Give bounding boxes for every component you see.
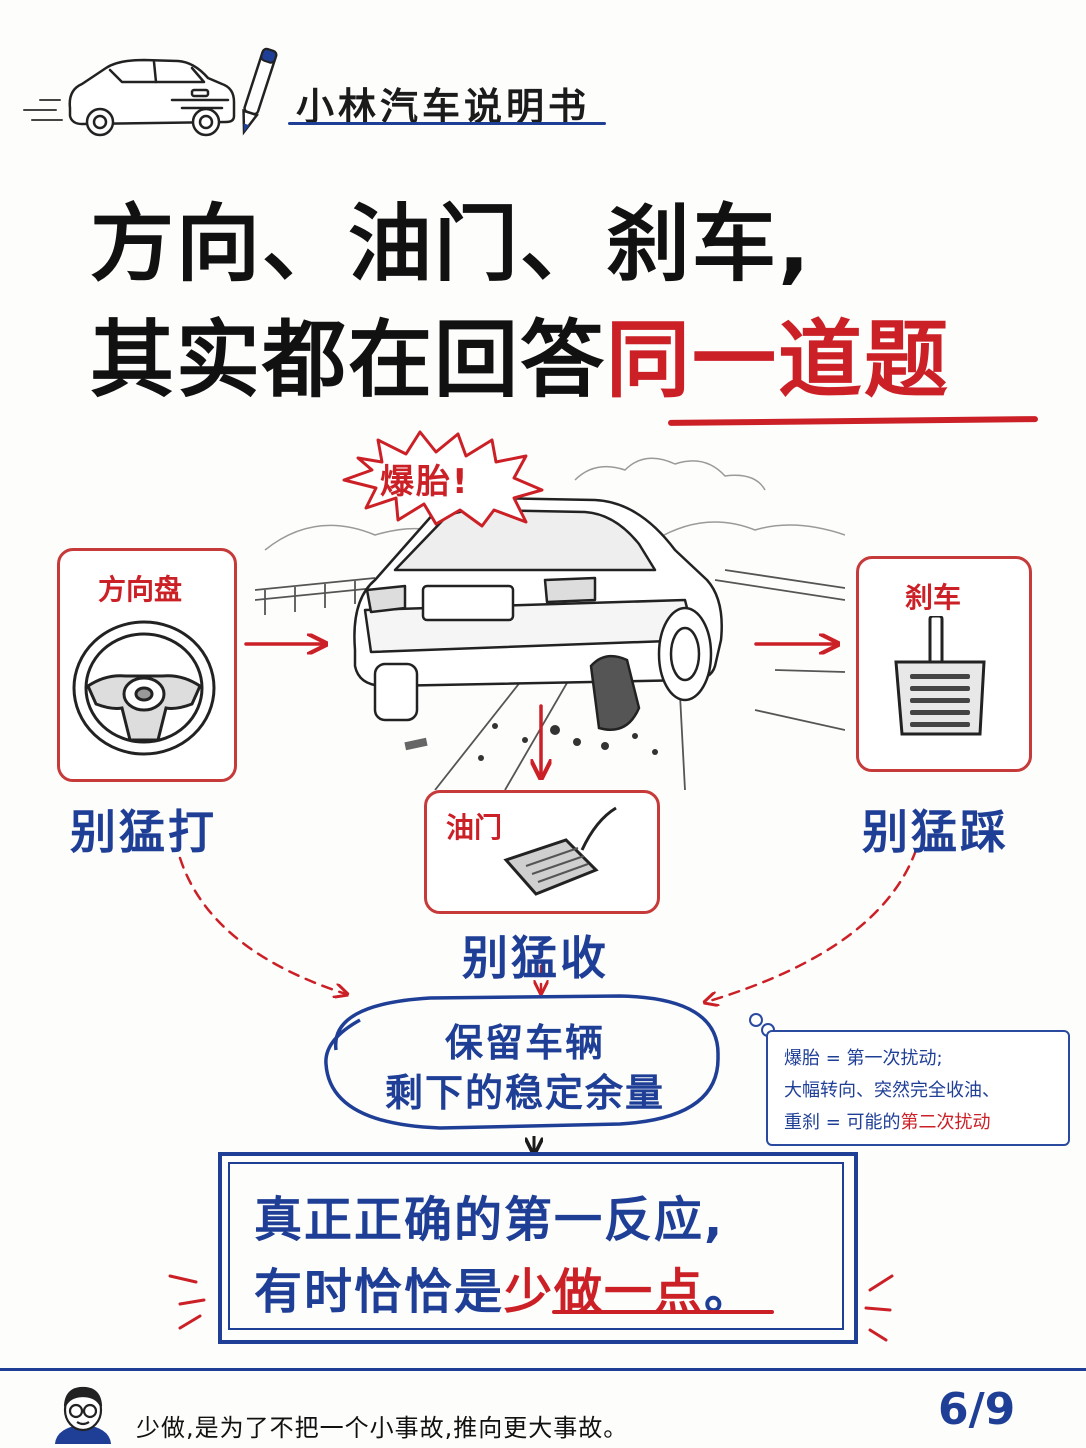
note-line-3-prefix: 重刹 = 可能的 [784,1112,901,1133]
gas-pedal-icon [503,806,617,896]
gas-label: 油门 [446,811,503,844]
footer-caption: 少做,是为了不把一个小事故,推向更大事故。 [136,1414,629,1442]
conclusion-line-2-prefix: 有时恰恰是 [254,1264,505,1320]
goal-line-2: 剩下的稳定余量 [384,1071,665,1115]
note-line-1: 爆胎 = 第一次扰动; [784,1048,943,1069]
headline-line-2-prefix: 其实都在回答 [90,311,607,409]
car-icon [23,58,236,137]
pen-icon [242,47,278,136]
blowout-car-illustration [255,457,845,790]
conclusion-highlight-underline [552,1310,774,1314]
speech-burst-icon [342,430,544,528]
gas-advice: 别猛收 [462,931,609,985]
steering-wheel-label: 方向盘 [98,573,183,606]
brake-label: 刹车 [905,581,962,614]
side-note [766,1030,1070,1146]
headline-highlight-underline [667,416,1039,426]
headline-highlight: 同一道题 [606,311,951,409]
steering-wheel-icon [72,620,216,756]
headline-line-2: 其实都在回答同一道题 [90,318,950,402]
page-indicator: 6/9 [938,1384,1016,1435]
note-line-3: 重刹 = 可能的第二次扰动 [784,1108,991,1134]
note-highlight: 第二次扰动 [900,1112,991,1133]
brand-title: 小林汽车说明书 [296,85,591,129]
conclusion-box-inner [228,1162,844,1330]
conclusion-line-1: 真正正确的第一反应, [254,1192,725,1248]
wheel-advice: 别猛打 [70,805,217,859]
footer-rule [0,1368,1086,1371]
brand-underline [288,122,606,125]
headline-line-1: 方向、油门、刹车, [90,195,812,293]
conclusion-box [218,1152,858,1344]
brake-advice: 别猛踩 [862,805,1009,859]
avatar-icon [54,1386,112,1444]
brake-pedal-icon [894,616,986,736]
note-line-2: 大幅转向、突然完全收油、 [784,1080,1000,1101]
goal-line-1: 保留车辆 [444,1021,605,1065]
blowout-label: 爆胎! [380,462,470,502]
